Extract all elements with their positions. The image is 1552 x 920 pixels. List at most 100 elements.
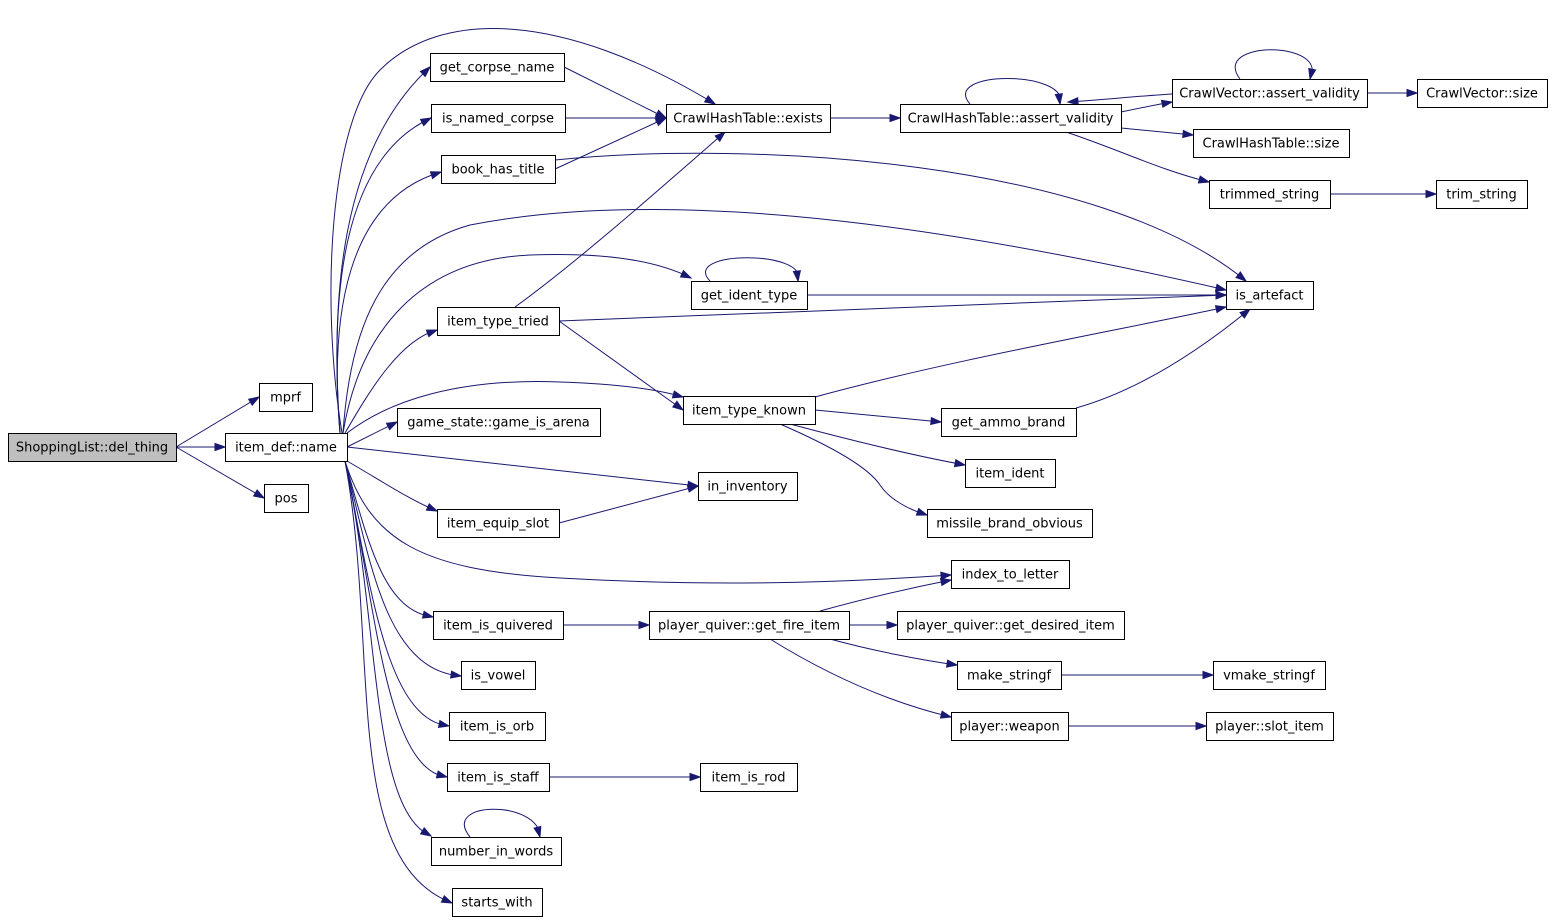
node-item-is-quivered[interactable]: item_is_quivered xyxy=(433,611,564,640)
node-label: mprf xyxy=(270,391,301,406)
edge-arrowhead xyxy=(1235,271,1248,282)
edge-item-def-name-to-index-to-letter xyxy=(344,460,952,584)
node-book-has-title[interactable]: book_has_title xyxy=(441,155,556,184)
node-box xyxy=(431,837,562,866)
node-box xyxy=(461,661,536,690)
node-box xyxy=(666,104,831,133)
node-box xyxy=(437,509,560,538)
node-item-equip-slot[interactable]: item_equip_slot xyxy=(437,509,560,538)
node-missile-brand-obvious[interactable]: missile_brand_obvious xyxy=(927,509,1093,538)
node-get-corpse-name[interactable]: get_corpse_name xyxy=(430,53,565,82)
node-label: get_ammo_brand xyxy=(952,416,1066,431)
node-del-thing[interactable]: ShoppingList::del_thing xyxy=(8,433,177,462)
edge-arrowhead xyxy=(1406,88,1419,98)
node-label: ShoppingList::del_thing xyxy=(16,441,168,456)
node-starts-with[interactable]: starts_with xyxy=(452,888,543,917)
edge-item-def-name-to-is-vowel xyxy=(344,460,462,677)
edge-arrowhead xyxy=(953,458,967,468)
node-trim-string[interactable]: trim_string xyxy=(1436,180,1528,209)
node-is-artefact[interactable]: is_artefact xyxy=(1226,281,1314,310)
edge-get-ident-type-to-get-ident-type xyxy=(705,257,800,282)
node-label: player::slot_item xyxy=(1215,720,1324,735)
node-item-def-name[interactable]: item_def::name xyxy=(225,433,348,462)
edge-item-def-name-to-item-type-known xyxy=(346,381,684,434)
edge-arrowhead xyxy=(533,825,542,839)
edge-arrowhead xyxy=(939,710,953,719)
node-item-is-rod[interactable]: item_is_rod xyxy=(700,763,798,792)
node-is-named-corpse[interactable]: is_named_corpse xyxy=(431,104,566,133)
edge-arrowhead xyxy=(638,620,651,630)
edge-arrowhead xyxy=(1066,97,1079,106)
node-item-is-orb[interactable]: item_is_orb xyxy=(449,712,546,741)
node-box xyxy=(1226,281,1314,310)
edge-arrowhead xyxy=(703,95,717,105)
node-label: item_def::name xyxy=(235,441,337,456)
node-box xyxy=(1417,79,1548,108)
node-label: in_inventory xyxy=(707,480,788,495)
edge-arrowhead xyxy=(915,507,929,516)
edge-arrowhead xyxy=(946,659,959,668)
node-in-inventory[interactable]: in_inventory xyxy=(698,472,798,501)
node-label: item_is_quivered xyxy=(443,619,553,634)
edge-arrowhead xyxy=(429,171,443,180)
edge-arrowhead xyxy=(689,772,702,782)
node-layer: ShoppingList::del_thing mprfitem_def::nam… xyxy=(8,53,1548,917)
node-cvec-size[interactable]: CrawlVector::size xyxy=(1417,79,1548,108)
node-label: item_type_known xyxy=(692,404,806,419)
node-label: CrawlHashTable::size xyxy=(1203,137,1340,152)
node-box xyxy=(397,408,601,437)
node-mprf[interactable]: mprf xyxy=(259,383,313,412)
edge-arrowhead xyxy=(1239,308,1252,319)
edge-arrowhead xyxy=(252,489,266,499)
node-box xyxy=(264,484,309,513)
node-get-desired-item[interactable]: player_quiver::get_desired_item xyxy=(897,611,1125,640)
node-box xyxy=(441,155,556,184)
edge-arrowhead xyxy=(886,620,899,630)
edge-item-def-name-to-is-artefact xyxy=(342,208,1227,434)
node-chash-assert-validity[interactable]: CrawlHashTable::assert_validity xyxy=(900,104,1122,133)
node-box xyxy=(259,383,313,412)
node-label: item_equip_slot xyxy=(447,517,549,532)
node-get-fire-item[interactable]: player_quiver::get_fire_item xyxy=(649,611,850,640)
node-cvec-assert-validity[interactable]: CrawlVector::assert_validity xyxy=(1172,79,1368,108)
node-pos[interactable]: pos xyxy=(264,484,309,513)
edge-item-def-name-to-number-in-words xyxy=(344,460,432,837)
node-item-type-tried[interactable]: item_type_tried xyxy=(437,307,560,336)
node-is-vowel[interactable]: is_vowel xyxy=(461,661,536,690)
node-index-to-letter[interactable]: index_to_letter xyxy=(951,560,1070,589)
edge-arrowhead xyxy=(1215,290,1228,300)
node-label: is_vowel xyxy=(471,669,526,684)
node-box xyxy=(1193,129,1350,158)
node-label: is_artefact xyxy=(1235,289,1303,304)
node-player-weapon[interactable]: player::weapon xyxy=(951,712,1069,741)
node-vmake-stringf[interactable]: vmake_stringf xyxy=(1213,661,1326,690)
node-label: book_has_title xyxy=(451,163,544,178)
edge-number-in-words-to-number-in-words xyxy=(463,808,541,838)
node-chash-exists[interactable]: CrawlHashTable::exists xyxy=(666,104,831,133)
node-box xyxy=(447,763,550,792)
node-label: item_is_rod xyxy=(711,771,785,786)
edge-book-has-title-to-is-artefact xyxy=(554,152,1247,282)
edge-get-fire-item-to-player-weapon xyxy=(769,638,952,718)
edge-item-type-tried-to-chash-exists xyxy=(514,131,726,308)
node-get-ammo-brand[interactable]: get_ammo_brand xyxy=(941,408,1077,437)
node-trimmed-string[interactable]: trimmed_string xyxy=(1209,180,1331,209)
node-item-type-known[interactable]: item_type_known xyxy=(683,396,816,425)
node-box xyxy=(957,661,1062,690)
node-chash-size[interactable]: CrawlHashTable::size xyxy=(1193,129,1350,158)
edge-item-def-name-to-get-corpse-name xyxy=(336,66,431,434)
node-get-ident-type[interactable]: get_ident_type xyxy=(691,281,808,310)
node-game-is-arena[interactable]: game_state::game_is_arena xyxy=(397,408,601,437)
node-number-in-words[interactable]: number_in_words xyxy=(431,837,562,866)
node-box xyxy=(433,611,564,640)
node-label: make_stringf xyxy=(967,669,1052,684)
node-item-ident[interactable]: item_ident xyxy=(965,459,1056,488)
node-box xyxy=(452,888,543,917)
node-box xyxy=(691,281,808,310)
edge-item-type-known-to-get-ammo-brand xyxy=(814,409,942,423)
node-item-is-staff[interactable]: item_is_staff xyxy=(447,763,550,792)
edge-item-def-name-to-item-is-quivered xyxy=(344,460,434,618)
node-slot-item[interactable]: player::slot_item xyxy=(1206,712,1334,741)
node-make-stringf[interactable]: make_stringf xyxy=(957,661,1062,690)
node-box xyxy=(1436,180,1528,209)
